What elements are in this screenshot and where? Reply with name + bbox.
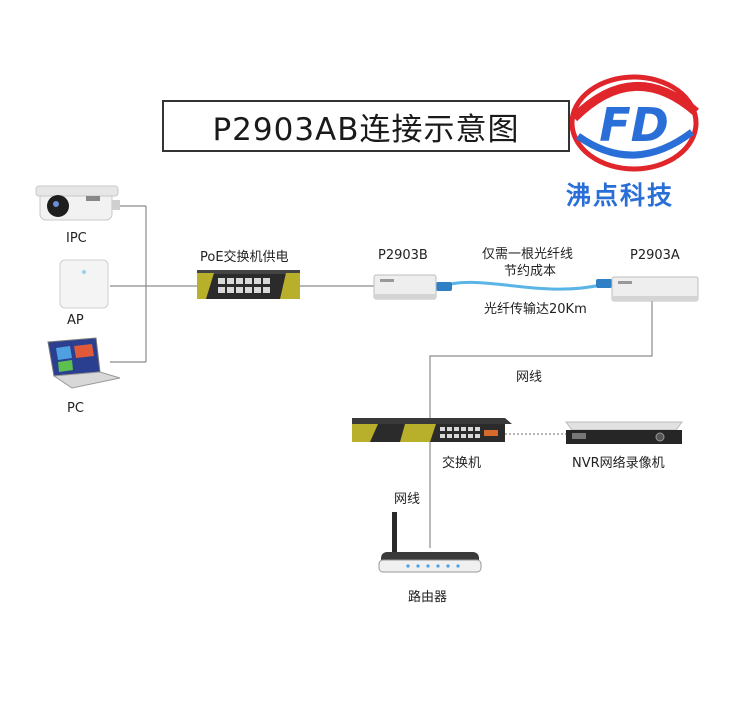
label-p2903a: P2903A: [630, 248, 680, 263]
p2903b-converter-icon: [373, 274, 437, 300]
page-title: P2903AB连接示意图: [162, 100, 570, 152]
note-fiber-distance: 光纤传输达20Km: [484, 302, 587, 317]
wire-p2903a-down: [429, 301, 653, 548]
pc-laptop-icon: [47, 337, 121, 389]
label-poe-switch: PoE交换机供电: [200, 250, 289, 265]
poe-switch-icon: [197, 270, 300, 299]
ipc-camera-icon: [35, 185, 120, 221]
label-nvr: NVR网络录像机: [572, 456, 665, 471]
label-ap: AP: [67, 313, 84, 328]
router-icon: [378, 512, 482, 573]
switch-icon: [352, 418, 512, 442]
label-ipc: IPC: [66, 231, 87, 246]
ap-device-icon: [59, 259, 109, 309]
label-switch: 交换机: [442, 456, 482, 471]
fd-logo-icon: FD: [569, 74, 699, 172]
label-router: 路由器: [408, 590, 448, 605]
nvr-recorder-icon: [565, 421, 683, 444]
note-cable-bottom: 网线: [394, 492, 421, 507]
brand-name: 沸点科技: [566, 181, 675, 210]
note-fiber-line2: 节约成本: [504, 264, 557, 279]
label-p2903b: P2903B: [378, 248, 428, 263]
note-fiber-line1: 仅需一根光纤线: [482, 247, 574, 262]
p2903a-converter-icon: [611, 276, 699, 302]
fiber-cable: [436, 279, 612, 291]
connection-lines: [110, 205, 653, 548]
label-pc: PC: [67, 401, 84, 416]
note-cable-top: 网线: [516, 370, 543, 385]
logo-letters: FD: [599, 98, 669, 152]
